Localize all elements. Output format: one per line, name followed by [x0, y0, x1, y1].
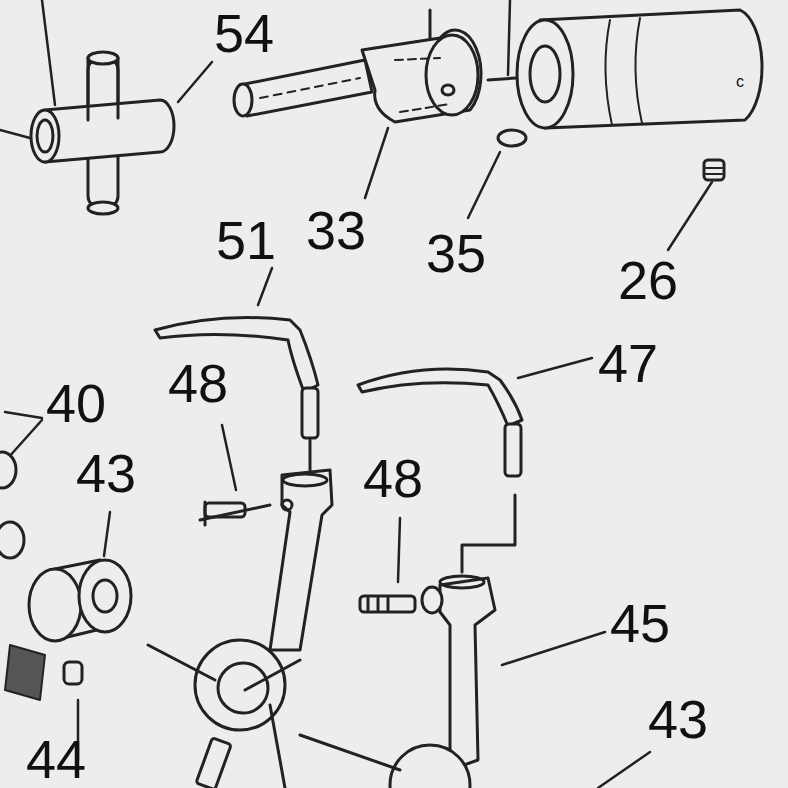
callout-number: 35: [426, 226, 486, 280]
callout-number: 43: [76, 446, 136, 500]
callout-number: 45: [610, 596, 670, 650]
callout-number: 33: [306, 203, 366, 257]
callout-number: 44: [26, 732, 86, 786]
callout-number: 47: [598, 336, 658, 390]
callout-number: 51: [216, 213, 276, 267]
callout-number: 48: [363, 451, 423, 505]
callout-number: 26: [618, 253, 678, 307]
part-mark: c: [736, 74, 744, 90]
callout-number: 54: [214, 6, 274, 60]
callout-number: 43: [648, 692, 708, 746]
callout-number: 40: [46, 376, 106, 430]
callout-number: 48: [168, 356, 228, 410]
